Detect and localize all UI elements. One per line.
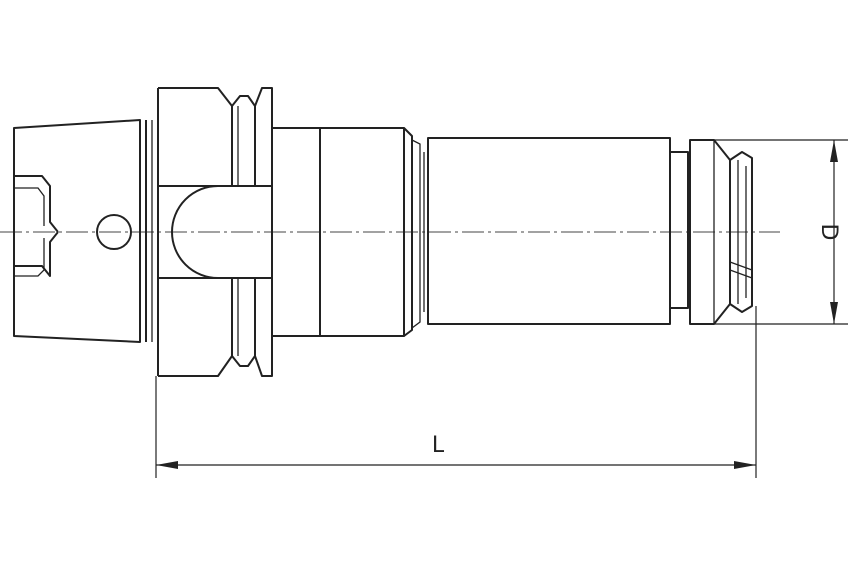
length-label: L [432,433,445,458]
dimension-length [155,306,757,478]
diameter-label: D [816,224,841,241]
hole [96,214,132,250]
dimension-diameter [714,139,848,325]
taper-shank [13,119,153,343]
body-collar [272,127,425,337]
extension-shaft [427,137,689,325]
flange [157,87,273,377]
